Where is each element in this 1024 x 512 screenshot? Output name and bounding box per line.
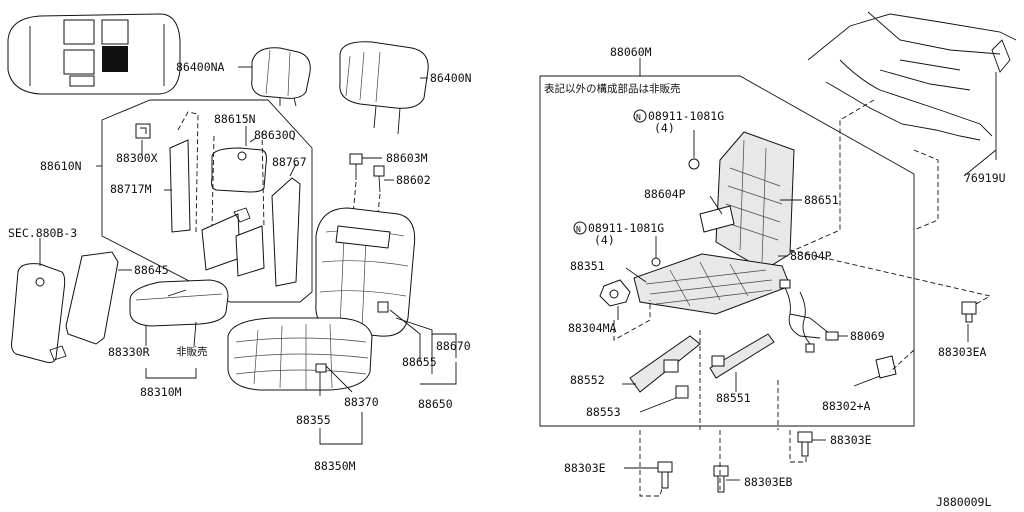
bolt-88303e-left-drawing [657, 461, 673, 489]
label-88603m: 88603M [386, 151, 428, 165]
bolt-88303ea-drawing [961, 301, 977, 323]
part-88304ma-drawing [599, 279, 631, 307]
part-labels: 86400NA 86400N 88610N 88615N 88630Q 8830… [8, 45, 1006, 509]
nut-symbol-label: N [636, 113, 641, 122]
vehicle-location-icon [7, 13, 181, 95]
label-88060m: 88060M [610, 45, 652, 59]
seat-cushion-drawing [227, 317, 373, 391]
harness-88069-drawing [779, 279, 839, 353]
clip-88603m-drawing [349, 153, 363, 180]
label-76919u: 76919U [964, 171, 1006, 185]
label-sec-880b-3: SEC.880B-3 [8, 226, 77, 240]
label-88370: 88370 [344, 395, 379, 409]
seatback-side-panel-drawing [11, 263, 67, 363]
floor-panel-drawing [807, 11, 1017, 160]
nut-symbol-label: N [576, 225, 581, 234]
label-88303e-left: 88303E [564, 461, 606, 475]
label-88304ma: 88304MA [568, 321, 617, 335]
label-88310m: 88310M [140, 385, 182, 399]
label-88355: 88355 [296, 413, 331, 427]
pad-88645-drawing [65, 251, 119, 345]
label-88330r: 88330R [108, 345, 150, 359]
label-08911-upper: 08911-1081G [648, 109, 724, 123]
label-88553: 88553 [586, 405, 621, 419]
label-88717m: 88717M [110, 182, 152, 196]
label-88351: 88351 [570, 259, 605, 273]
label-88302-a: 88302+A [822, 399, 871, 413]
label-88645: 88645 [134, 263, 169, 277]
label-88651: 88651 [804, 193, 839, 207]
label-88655: 88655 [402, 355, 437, 369]
label-86400n: 86400N [430, 71, 472, 85]
nut-symbol-icon [633, 109, 647, 123]
label-88303e-right: 88303E [830, 433, 872, 447]
headrest-side-drawing [339, 41, 429, 135]
label-88604p-lower: 88604P [790, 249, 832, 263]
label-88303eb: 88303EB [744, 475, 793, 489]
label-88650: 88650 [418, 397, 453, 411]
label-08911-lower: 08911-1081G [588, 221, 664, 235]
bolt-88303eb-drawing [713, 465, 729, 493]
cushion-88330r-drawing [129, 279, 229, 327]
armrest-group-outline [101, 99, 313, 303]
rail-88552-drawing [622, 335, 701, 399]
headrest-center-drawing [251, 47, 311, 107]
label-88551: 88551 [716, 391, 751, 405]
label-88630q: 88630Q [254, 128, 296, 142]
label-88069: 88069 [850, 329, 885, 343]
part-88302a-drawing [875, 355, 897, 379]
label-88767: 88767 [272, 155, 307, 169]
label-88610n: 88610N [40, 159, 82, 173]
clip-88602-drawing [373, 165, 385, 193]
seatback-drawing [315, 207, 416, 337]
label-88670: 88670 [436, 339, 471, 353]
label-88615n: 88615N [214, 112, 256, 126]
label-88604p-upper: 88604P [644, 187, 686, 201]
label-86400na: 86400NA [176, 60, 225, 74]
label-qty-upper: (4) [654, 121, 675, 135]
label-88602: 88602 [396, 173, 431, 187]
armrest-parts-drawing [135, 111, 301, 287]
label-qty-lower: (4) [594, 233, 615, 247]
nut-symbol-icon [573, 221, 587, 235]
label-note-not-sold: 表記以外の構成部品は非販売 [544, 82, 681, 95]
label-88552: 88552 [570, 373, 605, 387]
bolt-88303e-right-drawing [797, 431, 813, 457]
label-88300x: 88300X [116, 151, 158, 165]
diagram-id: J880009L [936, 495, 991, 509]
seat-frame-drawing [633, 131, 795, 315]
label-88303ea: 88303EA [938, 345, 987, 359]
label-not-sold: 非販売 [176, 345, 208, 358]
label-88350m: 88350M [314, 459, 356, 473]
rail-88551-drawing [709, 333, 775, 379]
seat-frame-assembly-box [539, 75, 915, 427]
